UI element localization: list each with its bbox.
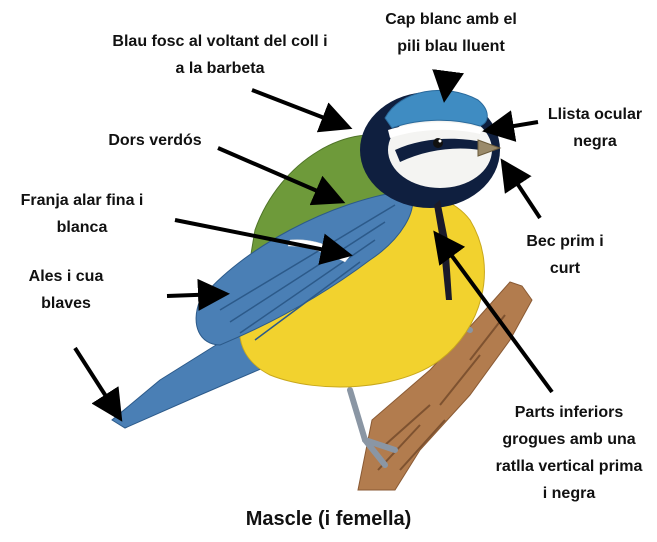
arrow-neck-chin: [252, 90, 345, 126]
label-wing-bar: Franja alar fina iblanca: [4, 187, 160, 241]
arrow-wings-tail: [167, 294, 222, 296]
label-neck-chin: Blau fosc al voltant del coll ia la barb…: [72, 28, 368, 82]
label-eye-stripe: Llista ocularnegra: [538, 101, 652, 155]
label-cap: Cap blanc amb elpili blau lluent: [370, 6, 532, 60]
label-bill: Bec prim icurt: [505, 228, 625, 282]
figure-caption: Mascle (i femella): [0, 508, 657, 531]
bird-eye: [433, 138, 443, 148]
arrow-bill: [505, 165, 540, 218]
arrow-eye-stripe: [490, 122, 538, 130]
label-underparts: Parts inferiorsgrogues amb unaratlla ver…: [480, 399, 657, 507]
label-wings-tail: Ales i cuablaves: [4, 263, 128, 317]
label-back: Dors verdós: [85, 127, 225, 154]
eye-highlight: [439, 140, 442, 143]
arrow-tail: [75, 348, 118, 415]
